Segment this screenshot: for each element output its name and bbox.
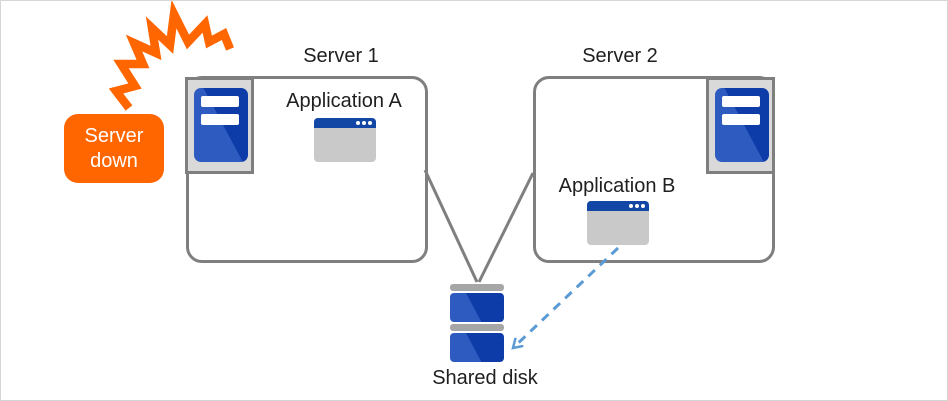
failover-access-arrow xyxy=(511,246,620,350)
shared-disk-icon xyxy=(450,284,504,364)
disk-cap xyxy=(450,324,504,331)
tower-slot-icon xyxy=(201,96,239,107)
server-tower-body xyxy=(715,88,769,162)
server1-tower-icon xyxy=(185,77,254,174)
tower-slot-icon xyxy=(722,114,760,125)
server-down-badge-line1: Server xyxy=(84,124,144,147)
server-tower-body xyxy=(194,88,248,162)
connector-server2-disk xyxy=(477,172,535,283)
server-down-badge: Server down xyxy=(64,114,164,183)
server1-label: Server 1 xyxy=(303,45,379,67)
application-a-window-icon xyxy=(314,118,376,162)
titlebar-dot xyxy=(635,204,639,208)
titlebar-dot xyxy=(368,121,372,125)
window-dots-icon xyxy=(629,204,645,208)
window-dots-icon xyxy=(356,121,372,125)
titlebar-dot xyxy=(362,121,366,125)
titlebar-dot xyxy=(629,204,633,208)
tower-slot-icon xyxy=(201,114,239,125)
disk-platter xyxy=(450,293,504,322)
disk-cap xyxy=(450,284,504,291)
window-titlebar xyxy=(314,118,376,128)
tower-slot-icon xyxy=(722,96,760,107)
server2-tower-icon xyxy=(706,77,775,174)
titlebar-dot xyxy=(356,121,360,125)
server-down-badge-line2: down xyxy=(90,149,138,172)
disk-platter xyxy=(450,333,504,362)
server2-label: Server 2 xyxy=(582,45,658,67)
shared-disk-label: Shared disk xyxy=(432,367,538,389)
application-b-window-icon xyxy=(587,201,649,245)
application-a-label: Application A xyxy=(286,90,402,112)
connector-server1-disk xyxy=(423,169,479,283)
titlebar-dot xyxy=(641,204,645,208)
application-b-label: Application B xyxy=(558,175,676,197)
window-titlebar xyxy=(587,201,649,211)
